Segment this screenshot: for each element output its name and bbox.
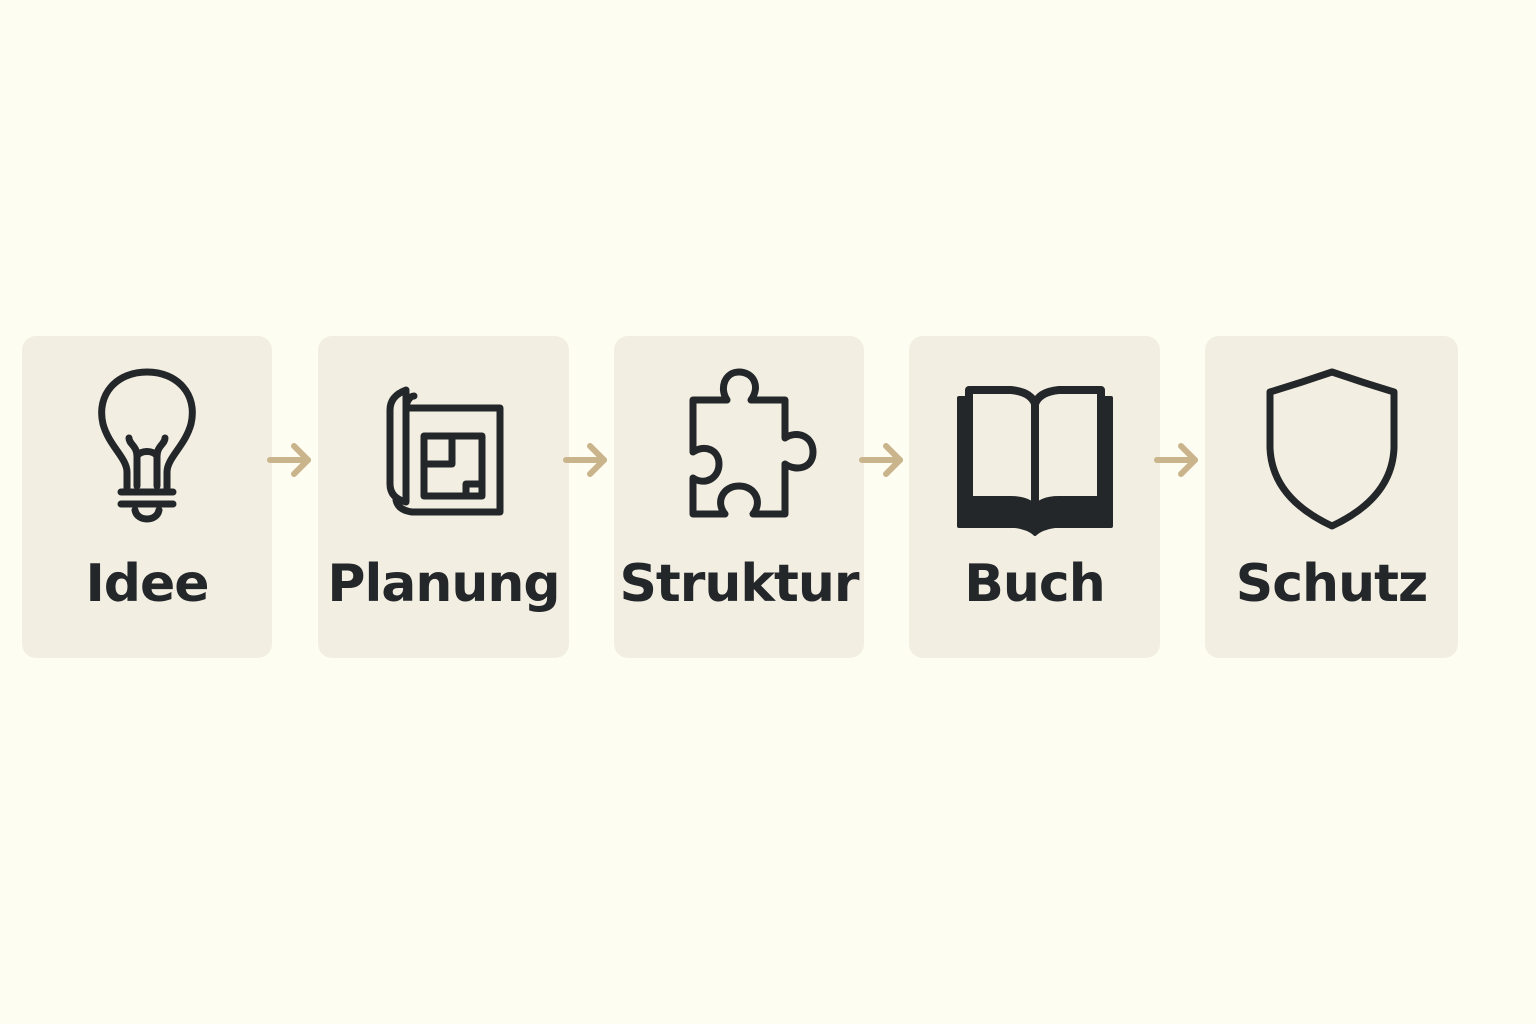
step-card-schutz: Schutz (1205, 336, 1458, 658)
arrow-right-icon (859, 443, 903, 477)
shield-icon (1266, 368, 1397, 530)
step-label: Struktur (619, 554, 859, 614)
lightbulb-icon (98, 368, 196, 523)
step-label: Planung (327, 554, 560, 614)
arrow-right-icon (267, 443, 311, 477)
step-card-idee: Idee (22, 336, 272, 658)
step-card-buch: Buch (909, 336, 1160, 658)
open-book-icon (956, 386, 1113, 536)
arrow-right-icon (563, 443, 607, 477)
step-label: Idee (85, 554, 209, 614)
step-label: Schutz (1235, 554, 1428, 614)
arrow-right-icon (1154, 443, 1198, 477)
step-card-struktur: Struktur (614, 336, 864, 658)
step-label: Buch (964, 554, 1106, 614)
blueprint-icon (386, 386, 503, 516)
step-card-planung: Planung (318, 336, 569, 658)
puzzle-piece-icon (689, 368, 817, 518)
